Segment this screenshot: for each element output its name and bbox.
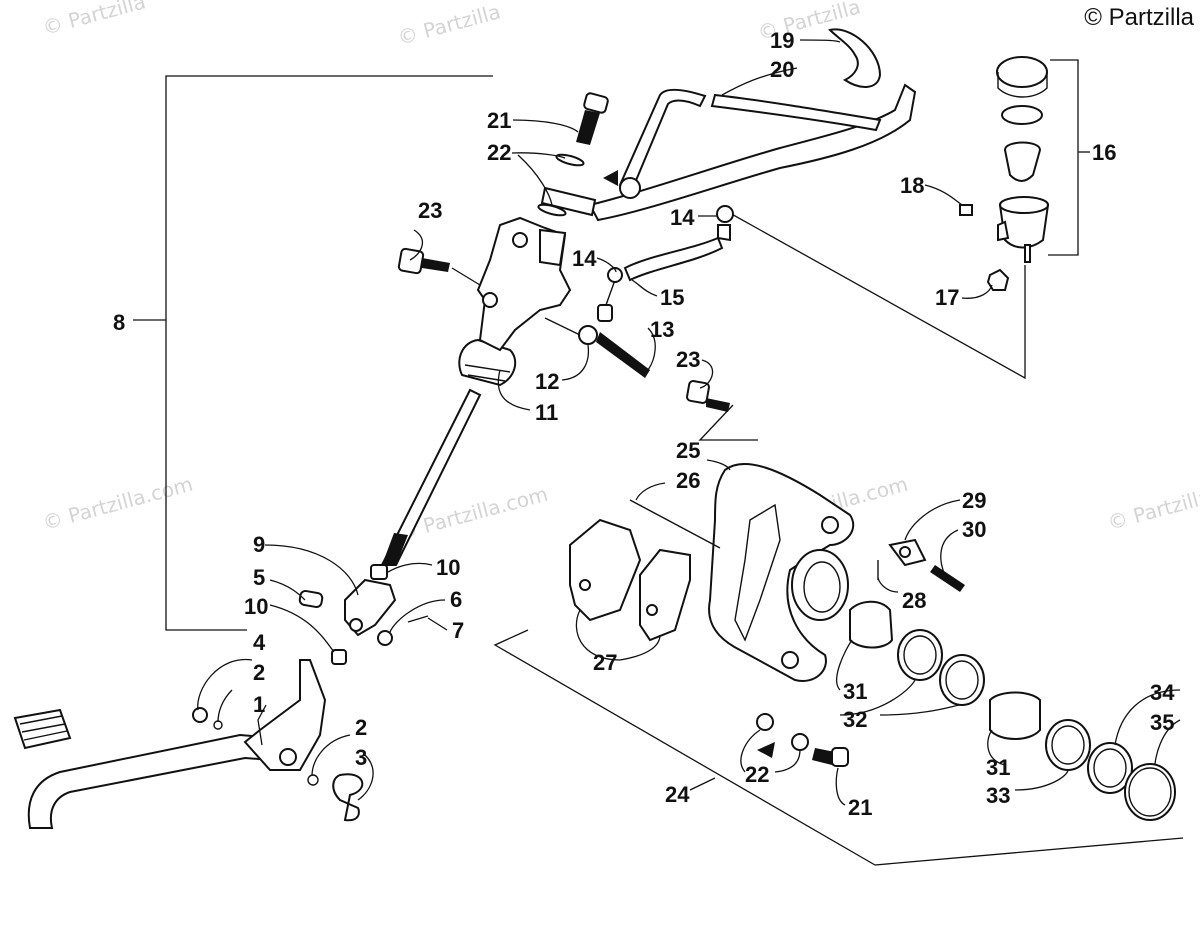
pistons-seals: [849, 600, 1176, 821]
clevis-assembly: [298, 564, 429, 665]
banjo-bolt-21-lower: [756, 713, 849, 767]
pin-7: [407, 615, 429, 623]
arrow-marker: [757, 742, 775, 758]
watermark: © Partzilla: [40, 0, 148, 40]
pin-26: [629, 499, 721, 549]
reservoir-16: [959, 56, 1050, 291]
brake-pads-27: [569, 518, 691, 642]
group-24-leader: [689, 777, 716, 791]
washer-6: [377, 630, 393, 646]
bolt-23-upper: [397, 247, 481, 286]
bolt-13: [596, 332, 650, 378]
piston-31b: [989, 691, 1041, 740]
bolt-23-lower: [686, 380, 730, 412]
label-34: 34: [1150, 680, 1175, 705]
copyright-notice: © Partzilla: [1084, 4, 1194, 31]
label-33: 33: [986, 783, 1010, 808]
label-26: 26: [676, 468, 700, 493]
label-17: 17: [935, 285, 959, 310]
group-24-bracket: [493, 629, 1184, 866]
clamp-14b: [716, 205, 734, 223]
fitting-12: [597, 304, 613, 322]
spring-3: [332, 773, 364, 822]
label-2: 2: [355, 715, 367, 740]
washer-2b: [307, 774, 319, 786]
label-18: 18: [900, 173, 924, 198]
nut-10b: [331, 649, 347, 665]
watermark: © Partzilla: [1105, 484, 1200, 534]
seal-32a: [897, 629, 943, 681]
label-19: 19: [770, 28, 794, 53]
group-16-bracket: [1048, 59, 1079, 256]
label-14: 14: [572, 246, 597, 271]
label-9: 9: [253, 532, 265, 557]
group-8-bracket: [165, 75, 493, 631]
piston-31a: [849, 600, 894, 649]
label-5: 5: [253, 565, 265, 590]
washer-12: [578, 325, 598, 345]
label-30: 30: [962, 517, 986, 542]
label-31: 31: [843, 679, 867, 704]
label-12: 12: [535, 369, 559, 394]
label-4: 4: [253, 630, 266, 655]
label-24: 24: [665, 782, 690, 807]
caliper-25: [629, 463, 879, 682]
nut-10a: [370, 564, 388, 580]
part-labels: 1 2 2 3 4 5 6 7 8 9 10 10 11 12 13 14 14…: [113, 28, 1175, 820]
label-22: 22: [487, 140, 511, 165]
fitting-12-13: [544, 279, 650, 378]
label-3: 3: [355, 745, 367, 770]
seal-34: [1087, 742, 1133, 794]
hose-15: [607, 205, 734, 283]
clamp-14a: [607, 267, 623, 283]
label-6: 6: [450, 587, 462, 612]
washer-2a: [213, 720, 223, 730]
label-2: 2: [253, 660, 265, 685]
label-21: 21: [487, 108, 511, 133]
master-cylinder-11: [458, 216, 572, 387]
bolt-23-routing-line: [698, 404, 758, 441]
label-10: 10: [436, 555, 460, 580]
brake-line-20: [588, 83, 917, 222]
watermark: © Partzilla: [395, 0, 503, 50]
ring-35: [1124, 763, 1176, 821]
label-8: 8: [113, 310, 125, 335]
nut-4: [192, 707, 208, 723]
screw-18: [959, 204, 973, 216]
watermark: © Partzilla.com: [40, 472, 195, 535]
label-27: 27: [593, 650, 617, 675]
label-31: 31: [986, 755, 1010, 780]
seal-32b: [939, 654, 985, 706]
label-15: 15: [660, 285, 684, 310]
pin-5: [298, 589, 324, 609]
pushrod: [380, 388, 482, 566]
label-20: 20: [770, 57, 794, 82]
label-14: 14: [670, 205, 695, 230]
bleeder-29-30: [888, 538, 965, 592]
label-35: 35: [1150, 710, 1174, 735]
label-21: 21: [848, 795, 872, 820]
nut-17: [986, 268, 1010, 291]
hose-routing-line: [727, 211, 1026, 380]
brake-pedal: [13, 659, 364, 829]
label-23: 23: [676, 347, 700, 372]
label-28: 28: [902, 588, 926, 613]
label-7: 7: [452, 618, 464, 643]
leader-lines: [197, 39, 1181, 806]
arrow-marker: [603, 170, 618, 186]
clamp-19: [828, 28, 882, 88]
washer-22: [555, 153, 585, 167]
label-22: 22: [745, 762, 769, 787]
label-10: 10: [244, 594, 268, 619]
label-25: 25: [676, 438, 700, 463]
label-29: 29: [962, 488, 986, 513]
label-16: 16: [1092, 140, 1116, 165]
label-23: 23: [418, 198, 442, 223]
label-13: 13: [650, 317, 674, 342]
label-11: 11: [535, 400, 558, 425]
label-32: 32: [843, 707, 867, 732]
label-1: 1: [253, 692, 265, 717]
